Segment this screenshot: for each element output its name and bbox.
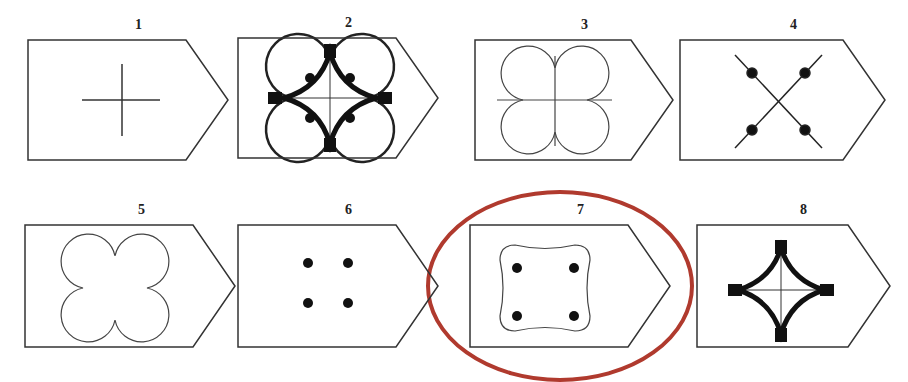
pentagon-shape — [475, 40, 673, 160]
figure-stroke — [781, 250, 782, 332]
pentagon-outline — [696, 224, 891, 348]
figure-6 — [303, 258, 353, 308]
pentagon-card: 7 — [470, 201, 670, 347]
pentagon-shape — [697, 225, 890, 347]
figure-number: 7 — [574, 201, 587, 219]
pentagon-shape — [238, 38, 438, 158]
pentagon-outline — [27, 39, 229, 161]
highlight-ellipse — [428, 192, 692, 380]
figure-stroke — [800, 68, 810, 78]
figure-8 — [728, 240, 834, 342]
pentagon-shape — [238, 225, 438, 347]
figure-stroke — [303, 298, 313, 308]
pentagon-shape — [28, 40, 228, 160]
figure-number: 2 — [342, 14, 355, 32]
figure-stroke — [512, 263, 522, 273]
figure-stroke — [738, 248, 824, 334]
pentagon-outline — [237, 37, 439, 159]
figure-stroke — [569, 311, 579, 321]
figure-stroke — [820, 284, 834, 296]
figure-number: 8 — [797, 201, 810, 219]
figure-1 — [82, 64, 160, 136]
figure-stroke — [735, 55, 822, 148]
figure-stroke — [345, 113, 355, 123]
figure-stroke — [343, 258, 353, 268]
figure-stroke — [82, 99, 160, 101]
figure-number: 1 — [132, 16, 145, 34]
figure-stroke — [345, 73, 355, 83]
figure-stroke — [378, 92, 392, 104]
figure-stroke — [500, 245, 590, 331]
figure-stroke — [569, 263, 579, 273]
figure-7 — [500, 245, 590, 331]
pentagon-card: 3 — [475, 16, 673, 160]
figure-number: 5 — [135, 201, 148, 219]
figure-stroke — [747, 68, 757, 78]
pentagon-card: 6 — [238, 201, 438, 347]
figure-number: 6 — [342, 201, 355, 219]
figure-stroke — [735, 55, 822, 148]
figure-2 — [266, 34, 394, 162]
pentagon-outline — [679, 39, 886, 161]
figure-stroke — [268, 92, 282, 104]
pentagon-shape — [25, 225, 235, 347]
figure-stroke — [121, 64, 123, 136]
pentagon-card: 5 — [25, 201, 235, 347]
figure-stroke — [305, 73, 315, 83]
pentagon-outline — [237, 224, 439, 348]
figure-stroke — [728, 284, 742, 296]
pentagon-outline — [469, 224, 671, 348]
figure-stroke — [330, 52, 331, 144]
figure-number: 4 — [787, 16, 800, 34]
pentagon-shape — [470, 225, 670, 347]
pentagon-card: 4 — [680, 16, 885, 160]
figure-stroke — [800, 125, 810, 135]
figure-stroke — [324, 138, 336, 152]
pentagon-outline — [24, 224, 236, 348]
pentagon-shape — [680, 40, 885, 160]
figure-stroke — [512, 311, 522, 321]
pentagon-card: 2 — [238, 14, 438, 158]
figure-stroke — [775, 328, 787, 342]
figure-stroke — [284, 52, 376, 144]
figure-stroke — [343, 298, 353, 308]
figure-stroke — [61, 234, 169, 342]
pentagon-outline — [474, 39, 674, 161]
pentagon-card: 8 — [697, 201, 890, 347]
figure-stroke — [266, 34, 394, 162]
figure-3 — [497, 46, 612, 154]
pentagon-card: 1 — [28, 16, 228, 160]
figure-stroke — [305, 113, 315, 123]
figure-number: 3 — [578, 16, 591, 34]
figure-stroke — [324, 44, 336, 58]
figure-4 — [735, 55, 822, 148]
figure-5 — [61, 234, 169, 342]
figure-stroke — [775, 240, 787, 254]
figure-stroke — [554, 56, 555, 146]
figure-stroke — [747, 125, 757, 135]
figure-stroke — [303, 258, 313, 268]
